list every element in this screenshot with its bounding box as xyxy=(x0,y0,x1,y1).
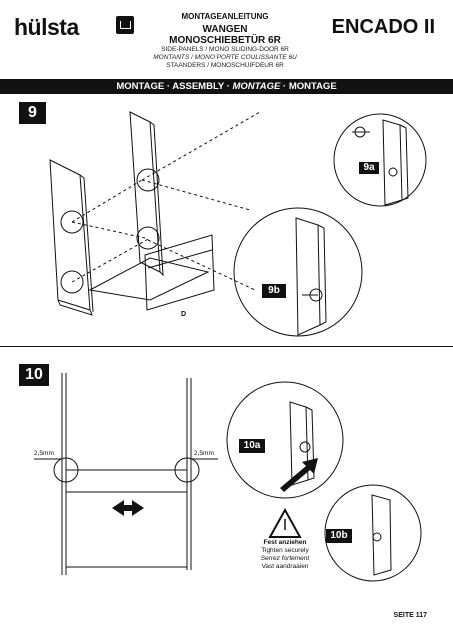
bar-fr: MONTAGE xyxy=(232,81,281,92)
document-header: MONTAGEANLEITUNG WANGEN MONOSCHIEBETÜR 6… xyxy=(140,12,310,70)
section-bar: MONTAGE · ASSEMBLY · MONTAGE · MONTAGE xyxy=(0,79,453,94)
step-9a-label: 9a xyxy=(359,162,379,174)
arrow-icon xyxy=(280,458,318,492)
step9-drawing xyxy=(49,111,261,316)
step-9b-label: 9b xyxy=(262,284,286,298)
warning-triangle-icon xyxy=(268,507,302,538)
document-title-2: MONOSCHIEBETÜR 6R xyxy=(169,35,281,46)
step9a-detail xyxy=(333,113,427,207)
bar-sep-1: · xyxy=(166,81,170,92)
step-10b-label: 10b xyxy=(326,529,352,543)
step-10a-label: 10a xyxy=(239,439,265,453)
subtitle-en: SIDE-PANELS / MONO SLIDING-DOOR 6R xyxy=(161,46,289,53)
double-arrow-icon xyxy=(112,500,144,516)
page-number: SEITE 117 xyxy=(393,612,427,619)
document-type: MONTAGEANLEITUNG xyxy=(181,12,269,21)
section-divider xyxy=(0,346,453,347)
step10a-detail xyxy=(226,381,344,499)
step10-drawing xyxy=(34,373,218,575)
bar-nl: MONTAGE xyxy=(288,81,337,92)
brand-logo: hülsta xyxy=(14,14,79,40)
warning-de: Fest anziehen xyxy=(263,539,307,546)
bar-sep-3: · xyxy=(283,81,287,92)
subtitle-nl: STAANDERS / MONOSCHUIFDEUR 6R xyxy=(166,62,284,69)
step9b-detail xyxy=(233,207,363,337)
gap-right-label: 2,5mm xyxy=(194,450,214,457)
part-d-label: D xyxy=(181,311,187,318)
step-9-label: 9 xyxy=(19,102,46,124)
bar-de: MONTAGE xyxy=(116,81,165,92)
subtitle-fr: MONTANTS / MONO PORTE COULISSANTE 6U xyxy=(153,54,297,61)
step10b-detail xyxy=(324,484,422,582)
warning-text: Fest anziehen Tighten securely Serrez fo… xyxy=(255,539,315,571)
bar-en: ASSEMBLY xyxy=(172,81,225,92)
product-name: ENCADO II xyxy=(331,16,435,38)
brand-logo-icon xyxy=(116,16,134,34)
bar-sep-2: · xyxy=(226,81,230,92)
warning-fr: Serrez fortement xyxy=(260,555,310,562)
warning-nl: Vast aandraaien xyxy=(261,563,309,570)
warning-en: Tighten securely xyxy=(261,547,309,554)
gap-left-label: 2,5mm xyxy=(34,450,54,457)
document-title-1: WANGEN xyxy=(202,24,248,35)
step-10-label: 10 xyxy=(19,364,49,386)
